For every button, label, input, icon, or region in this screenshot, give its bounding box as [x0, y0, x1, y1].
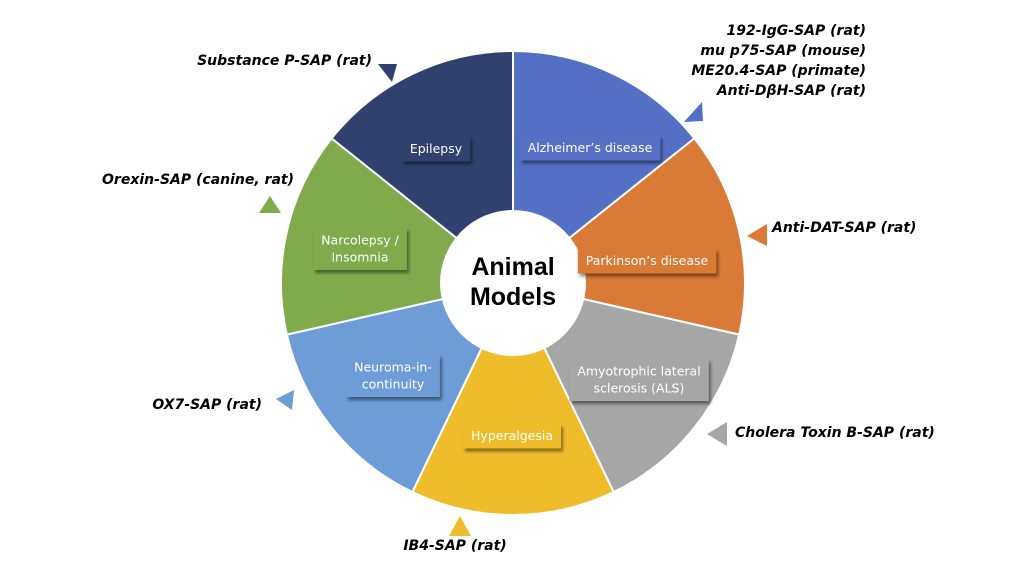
- pointer-triangle-narcolepsy: [259, 196, 281, 213]
- segment-label-text-epilepsy-0: Epilepsy: [410, 141, 463, 156]
- agent-192-igg-sap: 192-IgG-SAP (rat): [726, 23, 866, 39]
- agent-me20-4-sap: ME20.4-SAP (primate): [691, 63, 866, 79]
- segment-label-narcolepsy: Narcolepsy / Insomnia: [313, 228, 407, 270]
- pointer-triangle-alzheimers: [684, 102, 703, 122]
- label-hyperalgesia-agent: IB4-SAP (rat): [403, 538, 507, 554]
- segment-label-text-narcolepsy-0: Narcolepsy /: [321, 233, 399, 248]
- agent-anti-dbh-sap: Anti-DβH-SAP (rat): [716, 83, 866, 99]
- segment-label-text-parkinsons-0: Parkinson’s disease: [586, 253, 709, 268]
- segment-label-box-parkinsons: [577, 248, 717, 274]
- pointer-triangle-epilepsy: [378, 64, 397, 82]
- label-alzheimers-agents: 192-IgG-SAP (rat) mu p75-SAP (mouse) ME2…: [691, 21, 866, 101]
- segment-label-text-neuroma-1: continuity: [362, 377, 425, 392]
- segment-label-alzheimers: Alzheimer’s disease: [519, 135, 661, 161]
- center-circle: [440, 210, 586, 356]
- segment-label-box-narcolepsy: [313, 228, 407, 270]
- agent-mu-p75-sap: mu p75-SAP (mouse): [700, 43, 866, 59]
- segment-label-hyperalgesia: Hyperalgesia: [463, 423, 561, 449]
- segment-label-text-als-0: Amyotrophic lateral: [577, 364, 700, 379]
- pointer-triangle-hyperalgesia: [449, 516, 471, 536]
- segment-label-text-hyperalgesia-0: Hyperalgesia: [471, 428, 553, 443]
- segment-label-box-neuroma: [346, 355, 440, 397]
- pointer-triangle-neuroma: [276, 390, 294, 410]
- label-narcolepsy-agent: Orexin-SAP (canine, rat): [102, 172, 294, 188]
- segment-alzheimers: [512, 49, 696, 286]
- segment-label-box-alzheimers: [519, 135, 661, 161]
- segment-label-neuroma: Neuroma-in-continuity: [346, 355, 440, 397]
- segment-label-text-narcolepsy-1: Insomnia: [331, 250, 388, 265]
- label-epilepsy-agent: Substance P-SAP (rat): [197, 53, 372, 69]
- segment-label-box-hyperalgesia: [463, 423, 561, 449]
- segment-label-als: Amyotrophic lateral sclerosis (ALS): [569, 359, 709, 401]
- label-neuroma-agent: OX7-SAP (rat): [152, 397, 262, 413]
- segment-label-text-als-1: sclerosis (ALS): [594, 381, 685, 396]
- segment-label-text-neuroma-0: Neuroma-in-: [354, 360, 432, 375]
- segment-label-box-epilepsy: [401, 136, 471, 162]
- label-parkinsons-agent: Anti-DAT-SAP (rat): [772, 220, 917, 236]
- segment-label-text-alzheimers-0: Alzheimer’s disease: [528, 140, 653, 155]
- center-title-line1: Animal: [471, 253, 554, 281]
- center-title-line2: Models: [470, 283, 556, 311]
- segment-hyperalgesia: [411, 280, 615, 516]
- segment-label-box-als: [569, 359, 709, 401]
- segment-epilepsy: [330, 49, 514, 286]
- segment-label-parkinsons: Parkinson’s disease: [577, 248, 717, 274]
- pointer-triangle-parkinsons: [747, 224, 767, 246]
- label-als-agent: Cholera Toxin B-SAP (rat): [735, 425, 935, 441]
- pointer-triangle-als: [707, 422, 727, 446]
- segment-label-epilepsy: Epilepsy: [401, 136, 471, 162]
